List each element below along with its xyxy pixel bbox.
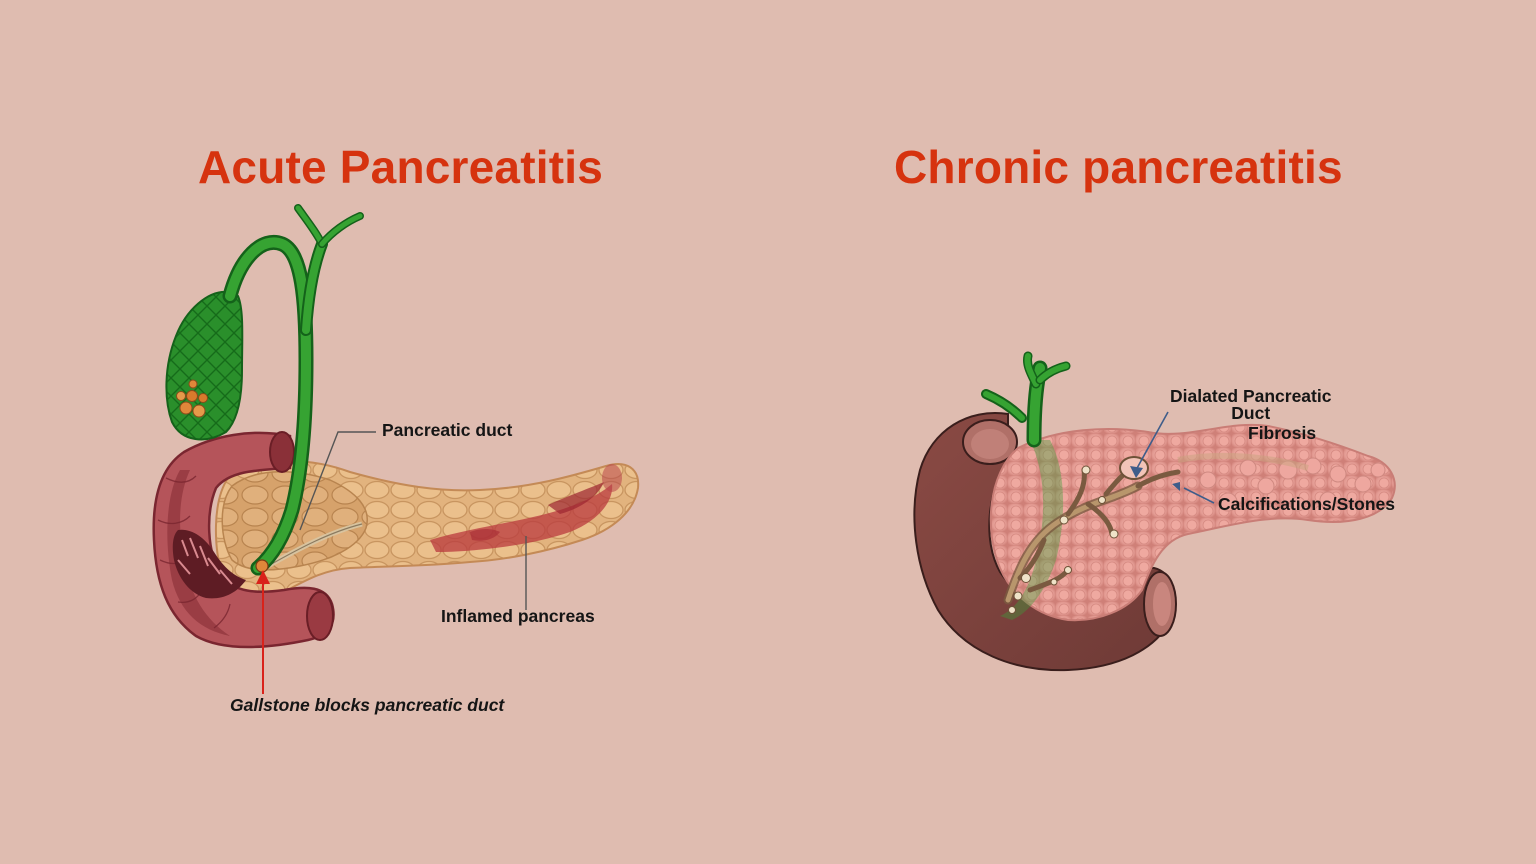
bile-duct <box>222 204 364 576</box>
label-gallstone-blocks-duct: Gallstone blocks pancreatic duct <box>230 695 505 715</box>
leader-line-pancreatic-duct <box>299 431 376 531</box>
gallstone-pointer-arrowhead <box>256 570 270 584</box>
leader-arrow-dilated-duct <box>1130 411 1169 478</box>
label-inflamed-pancreas: Inflamed pancreas <box>441 606 595 626</box>
duodenum-cut <box>172 529 246 599</box>
duodenum-opening <box>269 431 295 473</box>
blocking-gallstone-icon <box>255 559 269 573</box>
duodenum-opening <box>306 591 334 641</box>
inflamed-area <box>548 482 604 514</box>
fibrosis-streak <box>1177 452 1309 471</box>
chronic-panel: Chronic pancreatitis <box>768 0 1536 864</box>
inflamed-area <box>602 464 622 492</box>
gallbladder <box>165 290 244 441</box>
label-fibrosis: Fibrosis <box>1248 423 1317 443</box>
bile-duct-overlay <box>1000 440 1064 620</box>
label-dilated-pancreatic-duct: Dialated Pancreatic Duct <box>1170 386 1332 423</box>
label-pancreatic-duct: Pancreatic duct <box>382 420 513 440</box>
duodenum-mucosa-folds <box>177 537 233 585</box>
duodenum-shadow <box>167 470 230 636</box>
pancreatic-duct <box>267 523 363 567</box>
gallstones-icon <box>176 379 208 418</box>
acute-title: Acute Pancreatitis <box>198 141 603 193</box>
acute-pancreatitis-illustration <box>152 204 640 694</box>
chronic-pancreatitis-illustration <box>913 351 1396 672</box>
pancreas-lobules <box>1199 457 1386 512</box>
bile-duct <box>981 351 1071 448</box>
chronic-title: Chronic pancreatitis <box>894 141 1343 193</box>
leader-arrow-calcifications <box>1172 482 1215 504</box>
label-calcifications-stones: Calcifications/Stones <box>1218 494 1395 514</box>
acute-panel: Acute Pancreatitis <box>152 141 640 715</box>
inflamed-area <box>470 529 500 541</box>
